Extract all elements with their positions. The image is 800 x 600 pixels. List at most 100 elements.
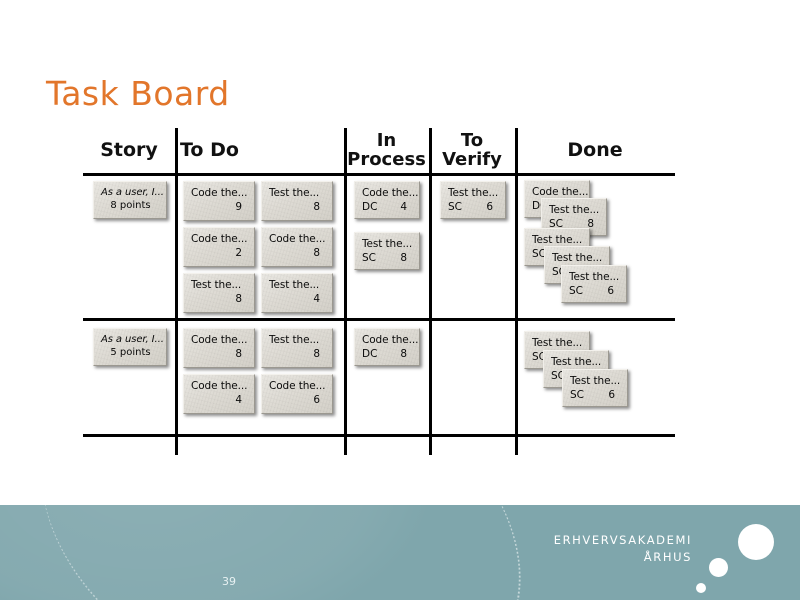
task-card[interactable]: Test the... SC 6 — [562, 369, 628, 407]
brand-logo-text: ERHVERVSAKADEMI ÅRHUS — [554, 532, 692, 565]
column-header-in-process-line2: Process — [347, 148, 426, 170]
task-card-title: Test the... — [570, 375, 621, 387]
brand-line-2: ÅRHUS — [643, 549, 692, 564]
task-board: Story To Do In Process To Verify Done As… — [83, 128, 675, 458]
column-header-to-verify-line1: To — [460, 130, 484, 152]
column-header-in-process: In Process — [344, 128, 429, 173]
task-card-meta: 8 — [191, 348, 248, 360]
board-bottom-rule — [83, 434, 675, 437]
task-card[interactable]: Code the... 2 — [183, 227, 255, 267]
task-card-meta: SC 8 — [549, 218, 600, 230]
story-card[interactable]: As a user, I... 8 points — [93, 181, 167, 219]
task-card-points: 8 — [313, 201, 320, 213]
task-card[interactable]: Test the... SC 8 — [524, 228, 590, 266]
task-card[interactable]: Code the... DC 4 — [354, 181, 420, 219]
task-card-points: 8 — [400, 348, 407, 360]
task-card[interactable]: Code the... 4 — [183, 374, 255, 414]
task-card-assignee: SC — [362, 252, 376, 264]
task-card-title: Test the... — [362, 238, 413, 250]
task-card-points: 6 — [486, 201, 493, 213]
task-card-points: 4 — [313, 293, 320, 305]
board-column-divider-2 — [344, 128, 347, 455]
task-card-title: Test the... — [269, 187, 320, 199]
task-card-meta: 8 — [269, 247, 326, 259]
task-card[interactable]: Test the... SC 6 — [561, 265, 627, 303]
task-card-title: Test the... — [569, 271, 620, 283]
task-card-title: Code the... — [191, 233, 248, 245]
task-card[interactable]: Test the... SC 8 — [354, 232, 420, 270]
task-card[interactable]: Test the... SC 6 — [440, 181, 506, 219]
brand-circle-medium-icon — [709, 558, 728, 577]
task-card-assignee: SC — [552, 266, 566, 278]
task-card-title: Code the... — [362, 187, 419, 199]
task-card-meta: 4 — [191, 394, 248, 406]
task-card-title: Test the... — [269, 279, 320, 291]
board-column-divider-1 — [175, 128, 178, 455]
task-card-meta: 4 — [269, 293, 326, 305]
task-card-meta: SC 8 — [362, 252, 413, 264]
task-card-title: Code the... — [191, 187, 248, 199]
task-card-meta: SC 6 — [569, 285, 620, 297]
task-card-points: 8 — [313, 247, 320, 259]
task-card-points: 6 — [313, 394, 320, 406]
task-card[interactable]: Test the... 8 — [183, 273, 255, 313]
column-header-in-process-line1: In — [376, 130, 397, 152]
task-card[interactable]: Test the... 4 — [261, 273, 333, 313]
task-card[interactable]: Code the... DC 8 — [354, 328, 420, 366]
task-card[interactable]: Test the... SC 8 — [541, 198, 607, 236]
task-card-title: Test the... — [549, 204, 600, 216]
column-header-to-do: To Do — [180, 128, 300, 173]
task-card-title: Code the... — [269, 233, 326, 245]
task-card-assignee: SC — [551, 370, 565, 382]
task-card-assignee: SC — [549, 218, 563, 230]
task-card-title: Code the... — [362, 334, 419, 346]
task-card-meta: 8 — [269, 348, 326, 360]
column-header-done-label: Done — [567, 138, 623, 161]
task-card-points: 6 — [607, 285, 614, 297]
task-card-meta: SC 6 — [448, 201, 499, 213]
board-row-divider — [83, 318, 675, 321]
board-column-divider-4 — [515, 128, 518, 455]
task-card[interactable]: Code the... 9 — [183, 181, 255, 221]
task-card[interactable]: Test the... 8 — [261, 328, 333, 368]
task-card-meta: 8 — [269, 201, 326, 213]
task-card[interactable]: Code the... 6 — [261, 374, 333, 414]
task-card[interactable]: Test the... SC 6 — [543, 350, 609, 388]
task-card-assignee: SC — [569, 285, 583, 297]
task-card-points: 6 — [608, 389, 615, 401]
board-column-divider-3 — [429, 128, 432, 455]
task-card-assignee: SC — [448, 201, 462, 213]
task-card-points: 8 — [587, 218, 594, 230]
story-card-title: As a user, I... — [101, 334, 164, 345]
task-card-meta: SC 6 — [570, 389, 621, 401]
story-card[interactable]: As a user, I... 5 points — [93, 328, 167, 366]
task-card-meta: DC 8 — [362, 348, 413, 360]
task-card-title: Code the... — [191, 380, 248, 392]
task-card-assignee: SC — [570, 389, 584, 401]
footer-dotted-arc-decoration — [0, 505, 580, 600]
footer-glow-decoration — [0, 505, 430, 600]
task-card-assignee: DC — [362, 348, 378, 360]
page-number: 39 — [222, 575, 236, 588]
task-card[interactable]: Code the... 8 — [261, 227, 333, 267]
task-card-points: 8 — [235, 348, 242, 360]
task-card-assignee: DC — [532, 200, 548, 212]
page-title: Task Board — [46, 74, 230, 114]
task-card-title: Test the... — [532, 234, 583, 246]
task-card[interactable]: Test the... 8 — [261, 181, 333, 221]
column-header-story-label: Story — [100, 138, 158, 161]
task-card-points: 8 — [400, 252, 407, 264]
story-card-points: 5 points — [110, 347, 151, 358]
column-header-to-verify-line2: Verify — [442, 148, 502, 170]
board-header-rule — [83, 173, 675, 176]
task-card-assignee: SC — [532, 248, 546, 260]
task-card-points: 4 — [235, 394, 242, 406]
task-card-points: 8 — [235, 293, 242, 305]
task-card-title: Test the... — [552, 252, 603, 264]
task-card-title: Code the... — [269, 380, 326, 392]
story-card-points: 8 points — [110, 200, 151, 211]
task-card-title: Code the... — [191, 334, 248, 346]
task-card[interactable]: Code the... 8 — [183, 328, 255, 368]
task-card-title: Code the... — [532, 186, 589, 198]
task-card-meta: 8 — [191, 293, 248, 305]
